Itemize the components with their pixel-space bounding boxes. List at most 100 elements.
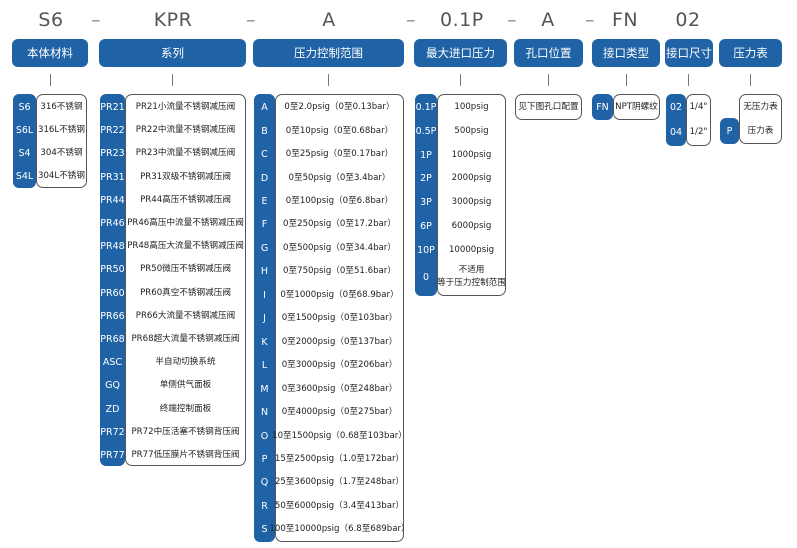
port-size-desc: 1/2" bbox=[689, 126, 708, 137]
series-desc: PR31双级不锈钢减压阀 bbox=[140, 171, 231, 182]
series-desc: PR22中流量不锈钢减压阀 bbox=[135, 125, 236, 136]
connector-tick bbox=[688, 74, 689, 86]
port-type-desc-box bbox=[613, 94, 660, 120]
range-code: C bbox=[261, 149, 268, 161]
range-code: K bbox=[261, 336, 268, 348]
range-desc: 0至500psig（0至34.4bar） bbox=[283, 242, 396, 253]
port-size-code-bar bbox=[666, 94, 686, 146]
range-desc: 0至2000psig（0至137bar） bbox=[281, 336, 398, 347]
code-range: A bbox=[322, 9, 336, 31]
port-type-desc: NPT阴螺纹 bbox=[615, 101, 658, 112]
code-series: KPR bbox=[153, 9, 193, 31]
range-desc: 0至1000psig（0至68.9bar） bbox=[280, 289, 399, 300]
range-desc: 15至2500psig（1.0至172bar） bbox=[274, 453, 405, 464]
series-desc: PR46高压中流量不锈钢减压阀 bbox=[127, 218, 244, 229]
port-position-desc: 见下图孔口配置 bbox=[518, 101, 579, 112]
range-desc: 0至1500psig（0至103bar） bbox=[281, 313, 398, 324]
gauge-desc-box bbox=[739, 94, 782, 144]
series-code-bar bbox=[100, 94, 125, 466]
max-inlet-desc-box bbox=[437, 94, 506, 296]
series-code: PR68 bbox=[100, 334, 125, 346]
header-port-position: 孔口位置 bbox=[514, 39, 583, 67]
max-inlet-code: 3P bbox=[420, 197, 432, 209]
range-desc: 0至3000psig（0至206bar） bbox=[281, 360, 398, 371]
series-code: PR23 bbox=[100, 148, 125, 160]
series-code: PR66 bbox=[100, 310, 125, 322]
series-desc: PR21小流量不锈钢减压阀 bbox=[135, 102, 236, 113]
header-range: 压力控制范围 bbox=[253, 39, 404, 67]
series-desc: PR68超大流量不锈钢减压阀 bbox=[131, 334, 240, 345]
range-code: A bbox=[261, 102, 268, 114]
max-inlet-code: 6P bbox=[420, 220, 432, 232]
series-code: PR60 bbox=[100, 287, 125, 299]
max-inlet-desc: 2000psig bbox=[451, 173, 492, 184]
max-inlet-desc: 100psig bbox=[454, 102, 489, 113]
range-code: J bbox=[263, 313, 266, 325]
material-desc-box bbox=[36, 94, 87, 188]
max-inlet-desc: 10000psig bbox=[448, 244, 495, 255]
series-code: PR46 bbox=[100, 218, 125, 230]
series-desc: PR48高压大流量不锈钢减压阀 bbox=[127, 241, 244, 252]
port-type-code-bar bbox=[592, 94, 613, 120]
connector-tick bbox=[328, 74, 329, 86]
port-position-desc-box bbox=[515, 94, 582, 120]
max-inlet-code: 0 bbox=[422, 271, 430, 283]
code-material: S6 bbox=[38, 9, 64, 31]
material-code-bar bbox=[13, 94, 36, 188]
code-separator: – bbox=[406, 9, 416, 31]
range-code: B bbox=[261, 125, 268, 137]
connector-tick bbox=[50, 74, 51, 86]
connector-tick bbox=[460, 74, 461, 86]
series-code: GQ bbox=[105, 380, 120, 392]
range-code: E bbox=[261, 196, 268, 208]
max-inlet-desc: 500psig bbox=[454, 126, 489, 137]
range-code: F bbox=[261, 219, 268, 231]
range-desc: 0至750psig（0至51.6bar） bbox=[283, 266, 396, 277]
code-separator: – bbox=[246, 9, 256, 31]
code-port-size: 02 bbox=[675, 9, 701, 31]
code-port-position: A bbox=[541, 9, 555, 31]
port-type-code: FN bbox=[596, 101, 609, 113]
material-code: S6L bbox=[15, 124, 34, 136]
gauge-desc: 无压力表 bbox=[743, 101, 778, 112]
range-desc: 25至3600psig（1.7至248bar） bbox=[274, 477, 405, 488]
gauge-code-bar bbox=[720, 118, 739, 144]
material-desc: 304不锈钢 bbox=[40, 147, 83, 158]
max-inlet-desc: 1000psig bbox=[451, 149, 492, 160]
range-code-bar bbox=[254, 94, 275, 542]
range-desc: 10至1500psig（0.68至103bar） bbox=[272, 430, 407, 441]
range-desc: 100至10000psig（6.8至689bar） bbox=[269, 524, 410, 535]
series-desc: PR44高压不锈钢减压阀 bbox=[140, 194, 231, 205]
range-code: L bbox=[261, 360, 268, 372]
series-desc: PR72中压活塞不锈钢背压阀 bbox=[131, 426, 240, 437]
code-max-inlet: 0.1P bbox=[440, 9, 484, 31]
series-desc: 单侧供气面板 bbox=[159, 380, 212, 391]
series-desc: 终端控制面板 bbox=[159, 403, 212, 414]
series-desc: PR23中流量不锈钢减压阀 bbox=[135, 148, 236, 159]
max-inlet-desc: 6000psig bbox=[451, 220, 492, 231]
max-inlet-code: 2P bbox=[420, 173, 432, 185]
range-code: M bbox=[260, 383, 269, 395]
material-desc: 304L不锈钢 bbox=[38, 170, 85, 181]
code-separator: – bbox=[507, 9, 517, 31]
range-desc: 0至10psig（0至0.68bar） bbox=[285, 125, 394, 136]
header-port-type: 接口类型 bbox=[592, 39, 660, 67]
range-code: I bbox=[263, 289, 266, 301]
header-gauge: 压力表 bbox=[719, 39, 782, 67]
range-desc: 50至6000psig（3.4至413bar） bbox=[274, 500, 405, 511]
max-inlet-code-bar bbox=[415, 94, 437, 296]
material-code: S6 bbox=[18, 101, 31, 113]
series-desc: PR50微压不锈钢减压阀 bbox=[140, 264, 231, 275]
port-size-desc: 1/4" bbox=[689, 101, 708, 112]
range-code: Q bbox=[260, 477, 269, 489]
max-inlet-desc: 3000psig bbox=[451, 197, 492, 208]
max-inlet-desc: 不适用 bbox=[458, 264, 485, 275]
range-code: G bbox=[260, 242, 269, 254]
connector-tick bbox=[548, 74, 549, 86]
material-desc: 316不锈钢 bbox=[40, 101, 83, 112]
range-desc: 0至100psig（0至6.8bar） bbox=[285, 196, 394, 207]
header-material: 本体材料 bbox=[12, 39, 88, 67]
range-desc: 0至250psig（0至17.2bar） bbox=[283, 219, 396, 230]
material-code: S4 bbox=[18, 147, 31, 159]
series-code: PR31 bbox=[100, 171, 125, 183]
